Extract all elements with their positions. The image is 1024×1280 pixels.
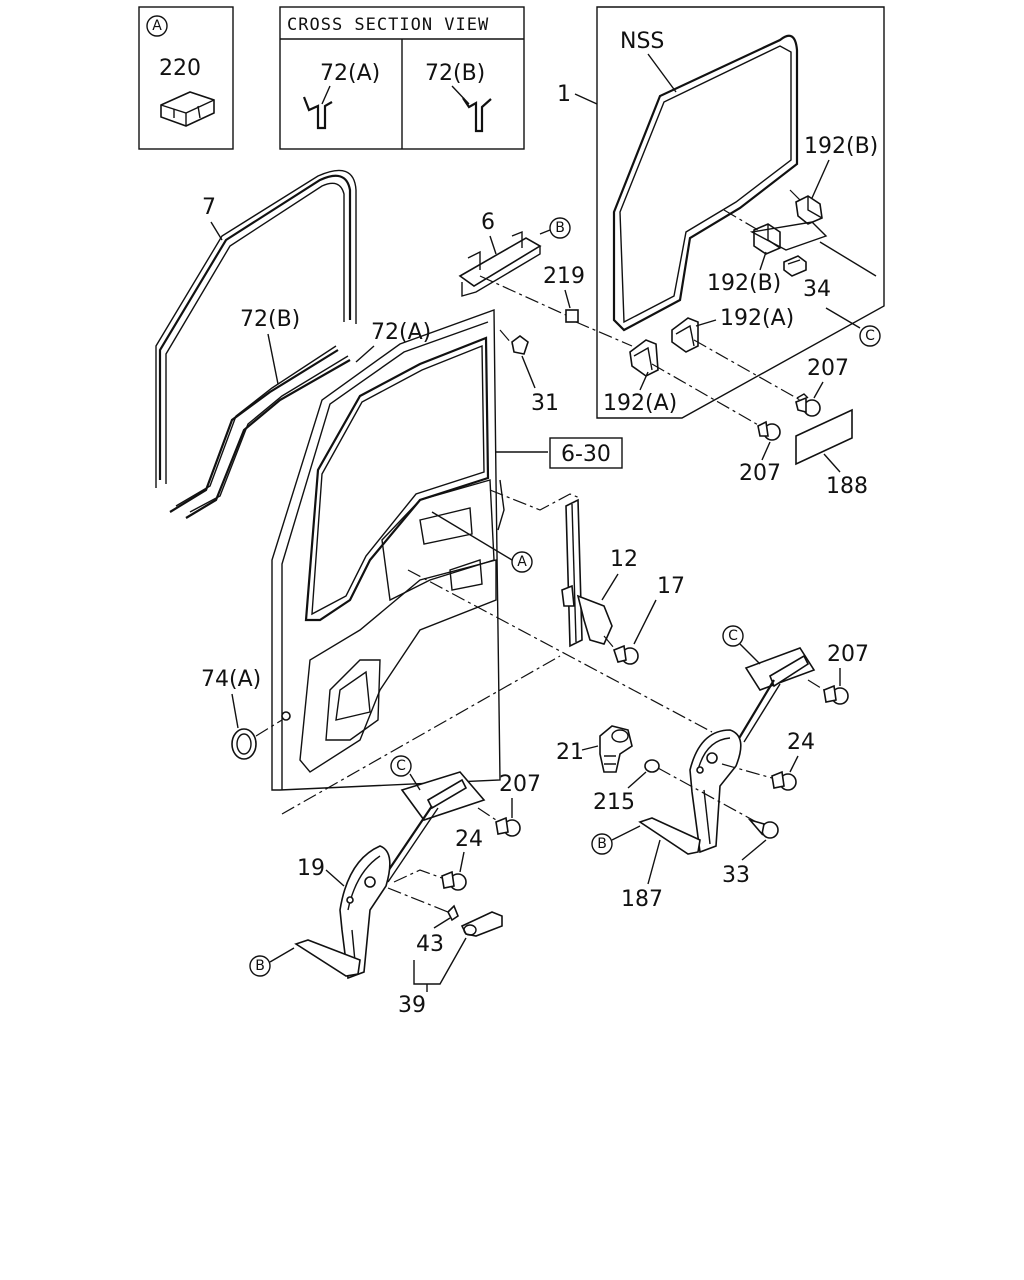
inset-a-box: A 220 [138, 6, 234, 150]
marker-a-icon [146, 15, 168, 37]
label-207-d: 207 [499, 772, 541, 797]
label-72a: 72(A) [371, 320, 431, 345]
regulator-12-icon [561, 498, 613, 648]
marker-b-glassrun-icon [549, 217, 571, 239]
cross-section-box: CROSS SECTION VIEW 72(A) 72(B) [279, 6, 525, 150]
marker-c-right-icon [722, 625, 744, 647]
regulator-187-icon [638, 654, 810, 855]
clip-220-icon [160, 91, 215, 127]
cross-section-label-72a: 72(A) [320, 61, 380, 86]
door-glass [612, 34, 799, 332]
label-72b: 72(B) [240, 307, 300, 332]
label-24-left: 24 [455, 827, 483, 852]
label-192b-mid: 192(B) [707, 271, 781, 296]
label-sheet-right [744, 647, 816, 691]
clip-192a-left-icon [629, 339, 659, 377]
bolt-24-right-icon [771, 770, 797, 791]
label-12: 12 [610, 547, 638, 572]
label-19: 19 [297, 856, 325, 881]
inset-a-marker: A [152, 18, 162, 34]
marker-b-glassrun: B [555, 220, 565, 236]
label-188: 188 [826, 474, 868, 499]
bolt-207-right-icon [823, 684, 849, 705]
label-219: 219 [543, 264, 585, 289]
ref-box [549, 437, 623, 469]
marker-a-door-icon [511, 551, 533, 573]
door-inner-panel [271, 309, 505, 791]
marker-c-glass-icon [859, 325, 881, 347]
label-215: 215 [593, 790, 635, 815]
label-34: 34 [803, 277, 831, 302]
label-7: 7 [202, 195, 216, 220]
bolt-24-left-icon [441, 870, 467, 891]
label-187: 187 [621, 887, 663, 912]
glass-run-6-icon [458, 230, 542, 297]
label-21: 21 [556, 740, 584, 765]
marker-c-left: C [396, 758, 406, 774]
marker-b-right: B [597, 836, 607, 852]
seal-72a-section-icon [302, 85, 333, 130]
cross-section-title: CROSS SECTION VIEW [287, 15, 489, 35]
label-17: 17 [657, 574, 685, 599]
label-sheet-188 [795, 408, 853, 466]
marker-c-left-icon [390, 755, 412, 777]
label-192a-right: 192(A) [720, 306, 794, 331]
bolt-207-left-icon [495, 816, 521, 837]
cross-section-label-72b: 72(B) [425, 61, 485, 86]
marker-a-door: A [517, 554, 527, 570]
regulator-19-icon [294, 778, 468, 980]
bumper-31-icon [511, 335, 529, 355]
label-nss: NSS [620, 29, 664, 54]
label-1: 1 [557, 82, 571, 107]
seal-72b-section-icon [451, 85, 492, 133]
marker-c-glass: C [865, 328, 875, 344]
weatherstrip-72b [169, 345, 339, 513]
handle-43-icon [447, 904, 459, 922]
bolt-207-upper-icon [795, 393, 821, 417]
glass-assembly-box: 1 NSS 192(B) 192(B) 34 192(A) [557, 6, 885, 419]
label-207-c: 207 [827, 642, 869, 667]
screw-33-icon [747, 818, 779, 839]
label-192a-left: 192(A) [603, 391, 677, 416]
label-220: 220 [159, 56, 201, 81]
label-31: 31 [531, 391, 559, 416]
grommet-74a-icon [231, 728, 257, 760]
label-ref-6-30: 6-30 [561, 442, 611, 467]
label-207-b: 207 [739, 461, 781, 486]
label-207-a: 207 [807, 356, 849, 381]
motor-21-icon [599, 725, 633, 773]
label-74a: 74(A) [201, 667, 261, 692]
bolt-17-icon [613, 644, 639, 665]
marker-b-right-icon [591, 833, 613, 855]
clip-192a-right-icon [671, 317, 699, 353]
label-39: 39 [398, 993, 426, 1018]
marker-b-left: B [255, 958, 265, 974]
label-24-right: 24 [787, 730, 815, 755]
washer-215-icon [644, 759, 660, 773]
clip-219-icon [565, 309, 579, 323]
marker-c-right: C [728, 628, 738, 644]
bolt-207-lower-icon [757, 420, 781, 441]
marker-b-left-icon [249, 955, 271, 977]
weatherstrip-7 [155, 169, 357, 488]
label-43: 43 [416, 932, 444, 957]
label-192b-top: 192(B) [804, 134, 878, 159]
label-33: 33 [722, 863, 750, 888]
weatherstrip-72a [185, 355, 351, 519]
handle-39-icon [460, 911, 503, 937]
block-34-icon [783, 255, 807, 277]
clip-192b-upper-icon [795, 195, 823, 225]
door-hole-icon [281, 711, 291, 721]
label-6: 6 [481, 210, 495, 235]
